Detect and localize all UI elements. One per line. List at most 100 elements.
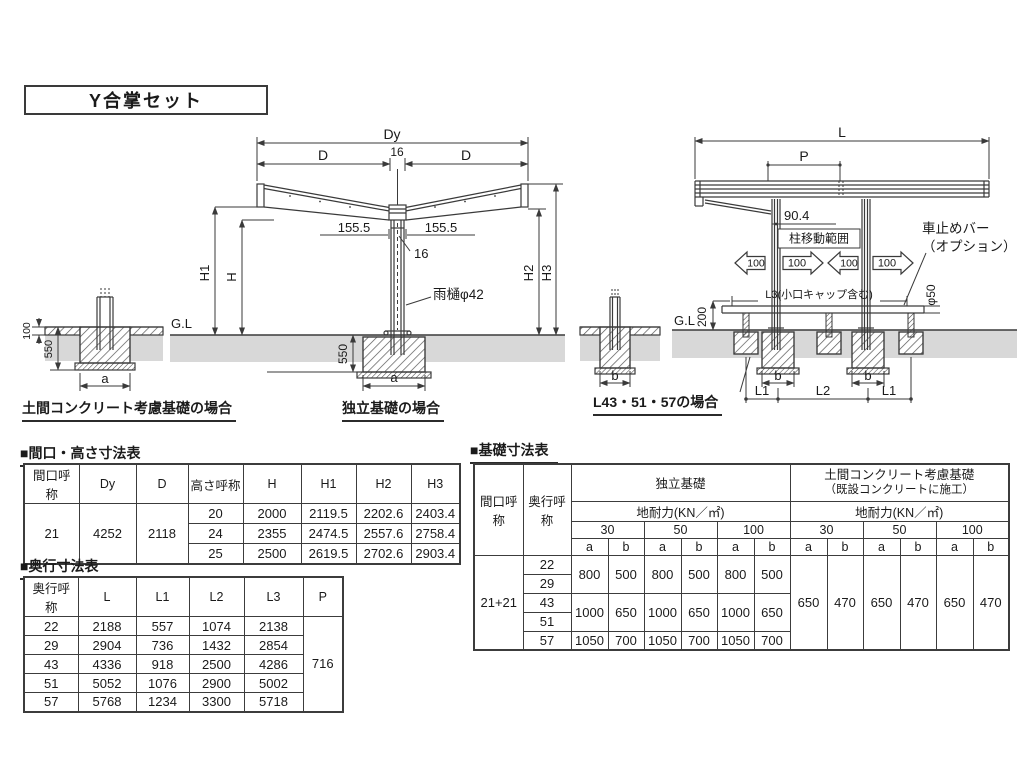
dim-label-b-mid: b [774, 368, 781, 383]
dim-label-slab550: 550 [43, 340, 55, 358]
table-cell: 1050 [716, 630, 755, 651]
dim-label-d-right: D [461, 147, 471, 163]
width-height-table: 間口呼称 Dy D 高さ呼称 H H1 H2 H3 21 4252 2118 2… [23, 463, 461, 565]
table-cell: 2119.5 [300, 503, 357, 524]
table-cell: 650 [862, 554, 901, 651]
flat-roof [694, 180, 990, 215]
table-cell: 2403.4 [410, 503, 461, 524]
table-header-cell: 間口呼称 [23, 463, 80, 504]
doma-detail-dims [32, 318, 131, 391]
table-row: 29 2904 736 1432 2854 [23, 635, 343, 655]
table-header-cell: L2 [188, 576, 245, 617]
caption-doma-foundation: 土間コンクリート考慮基礎の場合 [22, 398, 236, 422]
table-header-cell: P [302, 576, 344, 617]
arrow-right-icon [872, 250, 914, 276]
gl-label-front: G.L [171, 316, 192, 331]
table-cell: 4336 [77, 654, 137, 674]
dim-label-h2: H2 [521, 265, 536, 282]
table-header-cell: L3 [243, 576, 304, 617]
dim-label-b-left: b [611, 368, 618, 383]
table-cell: 57 [23, 692, 79, 712]
table-header-cell: a [570, 537, 609, 556]
table-cell: 500 [753, 554, 791, 594]
dim-label-d-left: D [318, 147, 328, 163]
table-cell: 650 [935, 554, 974, 651]
table-cell: 800 [570, 554, 609, 594]
table-cell: 25 [187, 543, 244, 564]
doma-foundation-detail [44, 288, 164, 371]
table-cell: 21 [23, 503, 80, 564]
table-cell: 700 [607, 630, 645, 651]
pillar-range-box [777, 228, 861, 249]
table-header-cell: H1 [300, 463, 357, 504]
table-header-cell: b [607, 537, 645, 556]
table-header-cell: 独立基礎 [570, 463, 791, 502]
table-row: 21+21 22 800 500 800 500 800 500 650 470… [473, 554, 1010, 651]
table-cell: 22 [522, 554, 572, 575]
table-cell: 2758.4 [410, 523, 461, 544]
dim-label-p: P [799, 148, 808, 164]
dim-label-dy: Dy [383, 126, 400, 142]
table-cell: 716 [302, 616, 344, 712]
gutter-label: 雨樋φ42 [433, 287, 484, 302]
page-title-text: Y合掌セット [88, 91, 203, 111]
table-header-cell: 土間コンクリート考慮基礎 （既設コンクリートに施工） [789, 463, 1010, 502]
table-header-cell: 100 [716, 520, 791, 539]
movement-arrows [734, 250, 914, 276]
dim-label-550: 550 [336, 344, 350, 364]
arrow-left-icon [734, 250, 766, 276]
table-header-row: 間口呼称 Dy D 高さ呼称 H H1 H2 H3 [23, 463, 461, 504]
dim-label-16-mid: 16 [414, 246, 428, 261]
page-title: Y合掌セット [24, 85, 268, 115]
table-header-cell: L [77, 576, 137, 617]
table-header-cell: b [680, 537, 718, 556]
table-row: 22 2188 557 1074 2138 716 [23, 616, 344, 712]
table-cell: 2118 [135, 503, 189, 564]
dim-label-h3: H3 [539, 265, 554, 282]
table-cell: 2900 [188, 673, 245, 693]
b-dim-left [599, 371, 631, 387]
table-cell: 1074 [188, 616, 245, 636]
car-stop-bar [721, 305, 925, 338]
table-cell: 557 [135, 616, 190, 636]
table-header-cell: L1 [135, 576, 190, 617]
table-header-cell: 地耐力(KN／㎡) [789, 500, 1010, 522]
front-view-diagram: 100 550 a [21, 126, 565, 391]
table-cell: 1050 [570, 630, 609, 651]
arrow-100-label: 100 [878, 258, 896, 270]
table-cell: 2854 [243, 635, 304, 655]
table-cell: 43 [23, 654, 79, 674]
table-cell: 51 [522, 611, 572, 632]
dim-label-l: L [838, 125, 846, 140]
table-header-cell: 100 [935, 520, 1010, 539]
arrow-left-icon [827, 250, 859, 276]
table-cell: 918 [135, 654, 190, 674]
arrow-100-label: 100 [840, 258, 858, 270]
depth-table: 奥行呼称 L L1 L2 L3 P 22 2188 557 1074 2138 … [23, 576, 344, 713]
table-row: 43 1000 650 1000 650 1000 650 [474, 592, 1009, 632]
table-cell: 3300 [188, 692, 245, 712]
table-cell: 2000 [242, 503, 302, 524]
table-header-cell: a [789, 537, 828, 556]
table-header-cell: 30 [789, 520, 864, 539]
table-cell: 5718 [243, 692, 304, 712]
caption-independent-foundation: 独立基礎の場合 [342, 398, 444, 422]
table-header-cell: H3 [410, 463, 461, 504]
table-header-cell: Dy [78, 463, 137, 504]
roof [256, 183, 529, 221]
dim-label-phi50: φ50 [924, 284, 938, 305]
table-row: 51 5052 1076 2900 5002 [23, 673, 343, 693]
table-cell: 5052 [77, 673, 137, 693]
table-header-cell: a [643, 537, 682, 556]
table-header-cell: 間口呼称 [473, 463, 524, 556]
table-cell: 2500 [188, 654, 245, 674]
dim-label-b-right: b [864, 368, 871, 383]
table-row: 57 5768 1234 3300 5718 [23, 692, 343, 712]
table-cell: 5002 [243, 673, 304, 693]
pillar-range-label: 柱移動範囲 [789, 231, 849, 246]
table-cell: 2355 [242, 523, 302, 544]
table-cell: 700 [680, 630, 718, 651]
table-cell: 2619.5 [300, 543, 357, 564]
table-cell: 1000 [570, 592, 609, 632]
